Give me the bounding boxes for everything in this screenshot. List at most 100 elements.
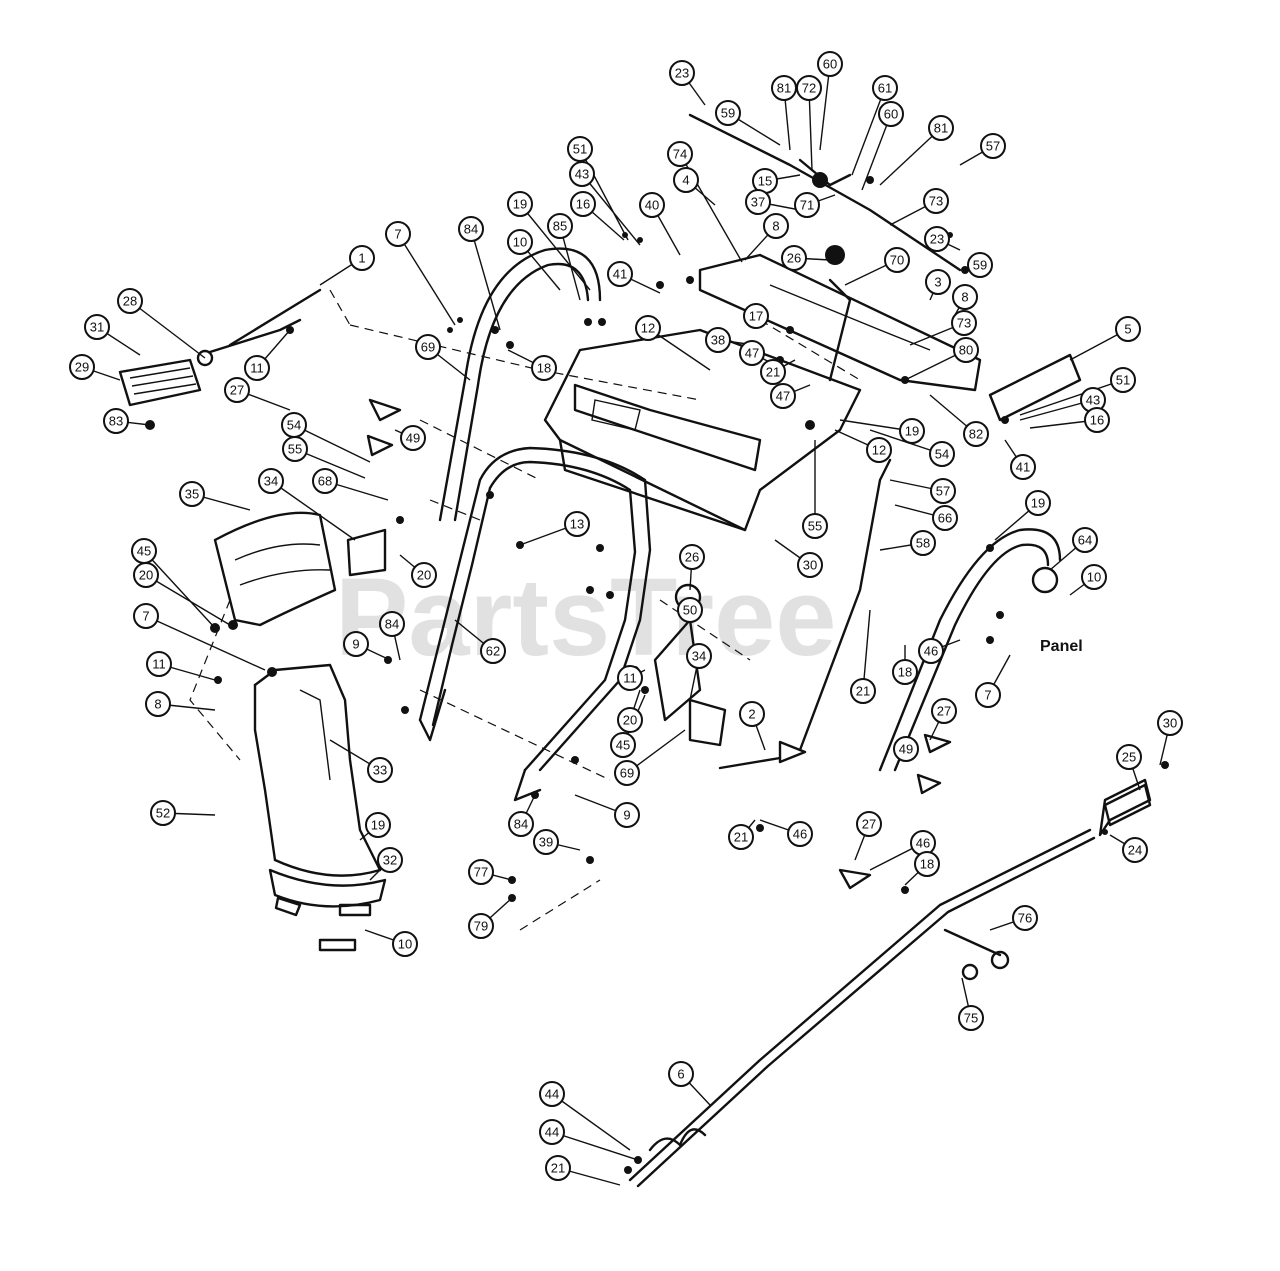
callout-bubble	[1122, 837, 1148, 863]
callout-label: 50	[683, 603, 697, 618]
callout-bubble	[533, 829, 559, 855]
part-callout-82: 82	[963, 421, 989, 447]
callout-leader	[143, 550, 216, 629]
callout-label: 18	[537, 361, 551, 376]
callout-label: 79	[474, 919, 488, 934]
callout-bubble	[635, 315, 661, 341]
callout-bubble	[547, 213, 573, 239]
callout-label: 70	[890, 253, 904, 268]
callout-bubble	[1084, 407, 1110, 433]
callout-bubble	[282, 436, 308, 462]
part-callout-1: 1	[349, 245, 375, 271]
callout-bubble	[614, 802, 640, 828]
callout-leader	[819, 63, 831, 151]
callout-bubble	[728, 824, 754, 850]
callout-label: 57	[986, 139, 1000, 154]
callout-bubble	[980, 133, 1006, 159]
part-callout-10: 10	[507, 229, 533, 255]
callout-bubble	[963, 421, 989, 447]
callout-bubble	[850, 678, 876, 704]
callout-label: 62	[486, 644, 500, 659]
callout-bubble	[133, 562, 159, 588]
callout-label: 7	[984, 688, 991, 703]
callout-label: 44	[545, 1125, 559, 1140]
callout-bubble	[932, 505, 958, 531]
callout-label: 18	[898, 665, 912, 680]
part-callout-19: 19	[507, 191, 533, 217]
part-callout-12: 12	[635, 315, 661, 341]
callout-bubble	[910, 530, 936, 556]
part-callout-83: 83	[103, 408, 129, 434]
callout-label: 44	[545, 1087, 559, 1102]
callout-leader	[879, 127, 942, 186]
shift-rod	[718, 458, 892, 770]
callout-label: 27	[937, 704, 951, 719]
callout-label: 20	[139, 568, 153, 583]
callout-label: 7	[142, 609, 149, 624]
part-callout-75: 75	[958, 1005, 984, 1031]
part-callout-84: 84	[508, 811, 534, 837]
callout-label: 72	[802, 81, 816, 96]
part-callout-8: 8	[952, 284, 978, 310]
part-callout-59: 59	[715, 100, 741, 126]
callout-label: 45	[616, 738, 630, 753]
part-callout-62: 62	[480, 638, 506, 664]
callout-bubble	[150, 800, 176, 826]
callout-label: 10	[1087, 570, 1101, 585]
part-callout-70: 70	[884, 247, 910, 273]
callout-label: 66	[938, 511, 952, 526]
callout-label: 12	[872, 443, 886, 458]
callout-bubble	[607, 261, 633, 287]
part-callout-13: 13	[564, 511, 590, 537]
callout-label: 4	[682, 173, 689, 188]
callout-bubble	[69, 354, 95, 380]
part-callout-52: 52	[150, 800, 176, 826]
part-callout-5: 5	[1115, 316, 1141, 342]
part-callout-55: 55	[802, 513, 828, 539]
handle-brackets	[346, 528, 727, 747]
part-callout-28: 28	[117, 288, 143, 314]
part-callout-46: 46	[918, 638, 944, 664]
callout-label: 21	[856, 684, 870, 699]
callout-label: 45	[137, 544, 151, 559]
callout-label: 76	[1018, 911, 1032, 926]
callout-bubble	[781, 245, 807, 271]
part-callout-73: 73	[951, 310, 977, 336]
callout-bubble	[743, 303, 769, 329]
part-callout-46: 46	[910, 830, 936, 856]
part-callout-35: 35	[179, 481, 205, 507]
callout-label: 10	[513, 235, 527, 250]
callout-label: 5	[1124, 322, 1131, 337]
part-callout-11: 11	[244, 355, 270, 381]
callout-label: 47	[745, 346, 759, 361]
long-crank-rod	[628, 778, 1152, 1188]
part-callout-15: 15	[752, 168, 778, 194]
callout-bubble	[145, 691, 171, 717]
part-callout-73: 73	[923, 188, 949, 214]
callout-bubble	[739, 701, 765, 727]
callout-label: 26	[787, 251, 801, 266]
callout-bubble	[967, 252, 993, 278]
callout-bubble	[796, 75, 822, 101]
part-callout-74: 74	[667, 141, 693, 167]
callout-bubble	[878, 101, 904, 127]
callout-bubble	[1157, 710, 1183, 736]
callout-bubble	[1116, 744, 1142, 770]
callout-label: 21	[734, 830, 748, 845]
callout-label: 81	[777, 81, 791, 96]
part-callout-85: 85	[547, 213, 573, 239]
callout-label: 17	[749, 309, 763, 324]
callout-bubble	[1110, 367, 1136, 393]
callout-bubble	[914, 851, 940, 877]
part-callout-39: 39	[533, 829, 559, 855]
part-callout-9: 9	[343, 631, 369, 657]
callout-bubble	[385, 221, 411, 247]
callout-leader	[397, 233, 456, 326]
callout-label: 60	[823, 57, 837, 72]
callout-bubble	[244, 355, 270, 381]
callout-label: 3	[934, 275, 941, 290]
callout-bubble	[872, 75, 898, 101]
callout-label: 16	[576, 197, 590, 212]
callout-label: 84	[464, 222, 478, 237]
callout-label: 39	[539, 835, 553, 850]
